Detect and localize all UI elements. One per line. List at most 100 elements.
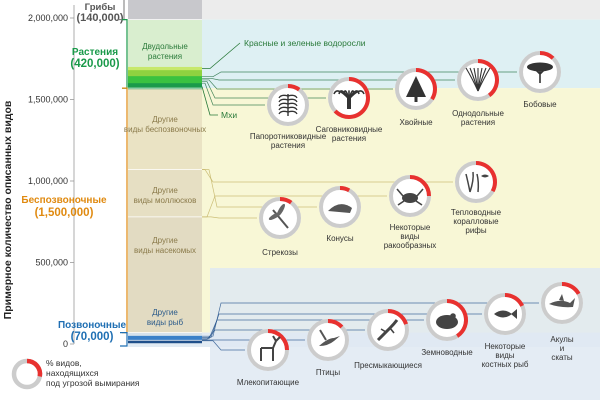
dragonfly-icon: [268, 203, 289, 229]
fern-frond-4: [278, 110, 298, 115]
fungi-bracket: [118, 0, 125, 21]
segment-accent-moss: [128, 83, 202, 90]
ring-threatened-11: [327, 319, 344, 329]
deer-shape: [260, 335, 281, 361]
conifer-crown: [406, 76, 426, 97]
plants-bracket: [122, 19, 128, 89]
fern-frond-1: [278, 98, 298, 103]
circle-group-11: Птицы: [307, 319, 349, 377]
y-tick-label-4: 2,000,000: [28, 13, 68, 23]
vertebrates-bracket: [120, 331, 128, 347]
band-1: [128, 0, 600, 20]
species-column: [128, 0, 202, 344]
lizard-legs: [380, 327, 395, 334]
ring-threatened-12: [387, 309, 408, 325]
ring-threatened-9: [475, 161, 497, 193]
fish-icon: [494, 309, 517, 319]
connector-10: [202, 340, 245, 351]
segment-accent-vertebrates-2: [128, 340, 202, 344]
ring-threatened-13: [446, 299, 468, 338]
y-tick-label-3: 1,500,000: [28, 95, 68, 105]
monocot-icon: [465, 67, 491, 92]
conifer-trunk: [414, 97, 418, 102]
circle-group-5: Бобовые: [519, 51, 561, 109]
circle-label-13: Земноводные: [421, 348, 473, 357]
segment-6: [128, 216, 202, 333]
frog-eye: [450, 313, 456, 319]
connector-13: [202, 319, 424, 340]
label-algae: Красные и зеленые водоросли: [244, 38, 366, 48]
y-tick-label-2: 1,000,000: [28, 176, 68, 186]
bird-wing: [319, 329, 327, 341]
connector-5: [202, 71, 517, 78]
cone-snail-icon: [328, 204, 352, 213]
bird-body: [319, 336, 340, 346]
segment-accent-algae: [128, 70, 202, 77]
circle-group-10: Млекопитающие: [237, 329, 300, 387]
circle-label-3: Хвойные: [399, 118, 433, 127]
frog-icon: [436, 313, 458, 329]
ring-threatened-4: [477, 59, 499, 97]
circle-group-7: Конусы: [319, 186, 361, 243]
fern-frond-2: [278, 102, 298, 107]
cone-shell: [328, 204, 352, 213]
connector-14: [202, 313, 482, 338]
segment-accent-vertebrates: [128, 335, 202, 340]
connector-3: [202, 79, 393, 90]
segment-1: [128, 19, 202, 67]
segment-4: [128, 88, 202, 170]
connector-mosses: [201, 86, 218, 116]
circle-group-13: Земноводные: [421, 299, 473, 357]
shark-body: [549, 298, 575, 308]
connector-9: [202, 216, 257, 219]
ring-threatened-3: [415, 68, 437, 101]
crab-legs: [396, 188, 424, 206]
group-name-4: Позвоночные: [58, 320, 127, 331]
cycad-leaf-6: [348, 90, 365, 100]
coral-fish: [481, 174, 489, 178]
segment-fungi: [128, 0, 202, 20]
circle-label-12: Пресмыкающиеся: [354, 361, 422, 370]
group-name-3: Беспозвоночные: [21, 195, 107, 206]
connector-4: [202, 77, 455, 81]
acacia-canopy: [527, 62, 553, 72]
conifer-icon: [406, 76, 426, 102]
fern-icon: [278, 94, 298, 116]
deer-icon: [260, 335, 281, 361]
ring-threatened-10: [267, 329, 289, 351]
acacia-tree-icon: [527, 62, 553, 83]
fish-body: [494, 310, 512, 318]
circle-label-6: Стрекозы: [262, 248, 298, 257]
legend-ring-threatened: [26, 358, 43, 377]
label-mosses: Мхи: [221, 110, 237, 120]
ring-threatened-15: [561, 282, 581, 295]
connector-algae: [202, 42, 241, 69]
group-name-2: Растения: [72, 47, 118, 58]
ring-threatened-8: [409, 175, 431, 197]
circle-label-7: Конусы: [326, 234, 353, 243]
dragonfly-body: [272, 209, 289, 229]
y-axis-label: Примерное количество описанных видов: [2, 100, 14, 319]
fern-frond-0: [278, 94, 298, 99]
y-tick-label-0: 0: [63, 339, 68, 349]
circle-label-11: Птицы: [316, 368, 340, 377]
